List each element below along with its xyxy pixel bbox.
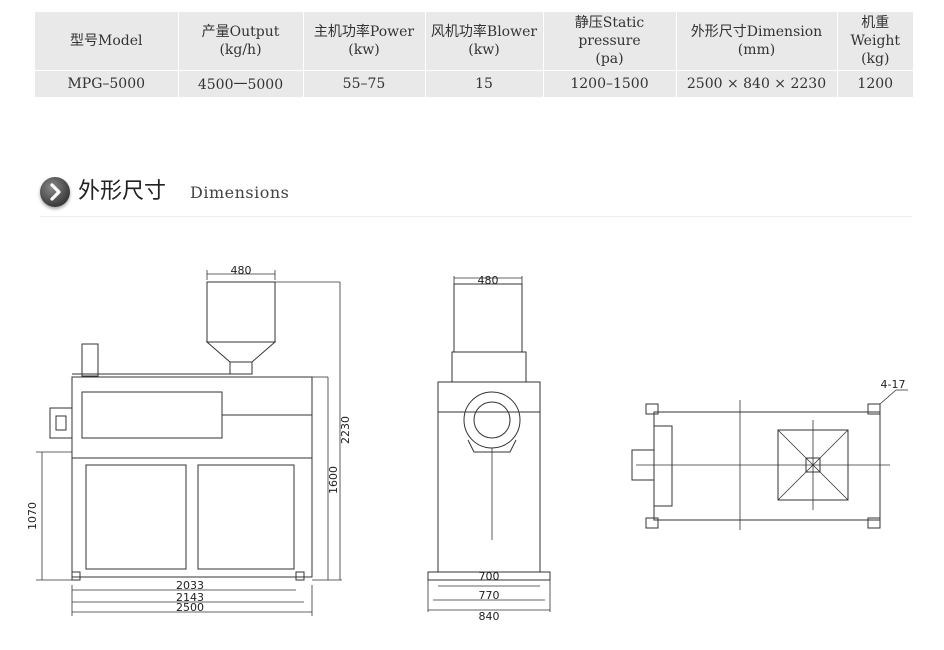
side-height-total-label: 2230 (339, 416, 352, 444)
header-model: 型号Model (70, 32, 143, 49)
side-height-lower-label: 1070 (26, 502, 39, 530)
section-divider (40, 216, 912, 217)
cell-pressure: 1200–1500 (542, 69, 676, 97)
chevron-right-icon (40, 177, 70, 207)
front-w3-label: 840 (479, 610, 500, 623)
cell-weight: 1200 (836, 69, 913, 97)
cell-power: 55–75 (302, 69, 425, 97)
cell-dimension: 2500 × 840 × 2230 (675, 69, 837, 97)
side-w1-label: 2033 (176, 579, 204, 592)
section-subtitle: Dimensions (190, 183, 290, 202)
header-pressure: 静压Static pressure(pa) (542, 12, 676, 70)
header-power: 主机功率Power(kw) (302, 12, 425, 70)
front-hopper-width-label: 480 (478, 274, 499, 287)
front-w1-label: 700 (479, 570, 500, 583)
side-w3-label: 2500 (176, 601, 204, 614)
spec-header-row: 型号Model 产量Output(kg/h) 主机功率Power(kw) 风机功… (35, 12, 913, 70)
header-weight: 机重Weight(kg) (836, 12, 913, 70)
header-blower: 风机功率Blower(kw) (424, 12, 543, 70)
dimension-drawing: 480 2230 1600 1070 2033 2143 2500 480 70… (26, 264, 908, 623)
front-w2-label: 770 (479, 589, 500, 602)
header-output: 产量Output(kg/h) (177, 12, 303, 70)
table-row: MPG–5000 4500一5000 55–75 15 1200–1500 25… (35, 69, 913, 97)
top-view (631, 389, 908, 530)
side-view (36, 270, 342, 616)
cell-model: MPG–5000 (35, 69, 178, 97)
section-title: 外形尺寸 (78, 179, 167, 204)
side-hopper-width-label: 480 (231, 264, 252, 277)
side-w2-label: 2143 (176, 591, 204, 604)
cell-output: 4500一5000 (177, 69, 303, 97)
section-header: 外形尺寸 Dimensions (40, 176, 912, 217)
side-height-body-label: 1600 (327, 466, 340, 494)
cell-blower: 15 (424, 69, 543, 97)
spec-table: 型号Model 产量Output(kg/h) 主机功率Power(kw) 风机功… (35, 12, 913, 97)
header-dimension: 外形尺寸Dimension(mm) (675, 12, 837, 70)
top-holes-label: 4-17 (881, 378, 906, 391)
front-view (427, 276, 551, 612)
